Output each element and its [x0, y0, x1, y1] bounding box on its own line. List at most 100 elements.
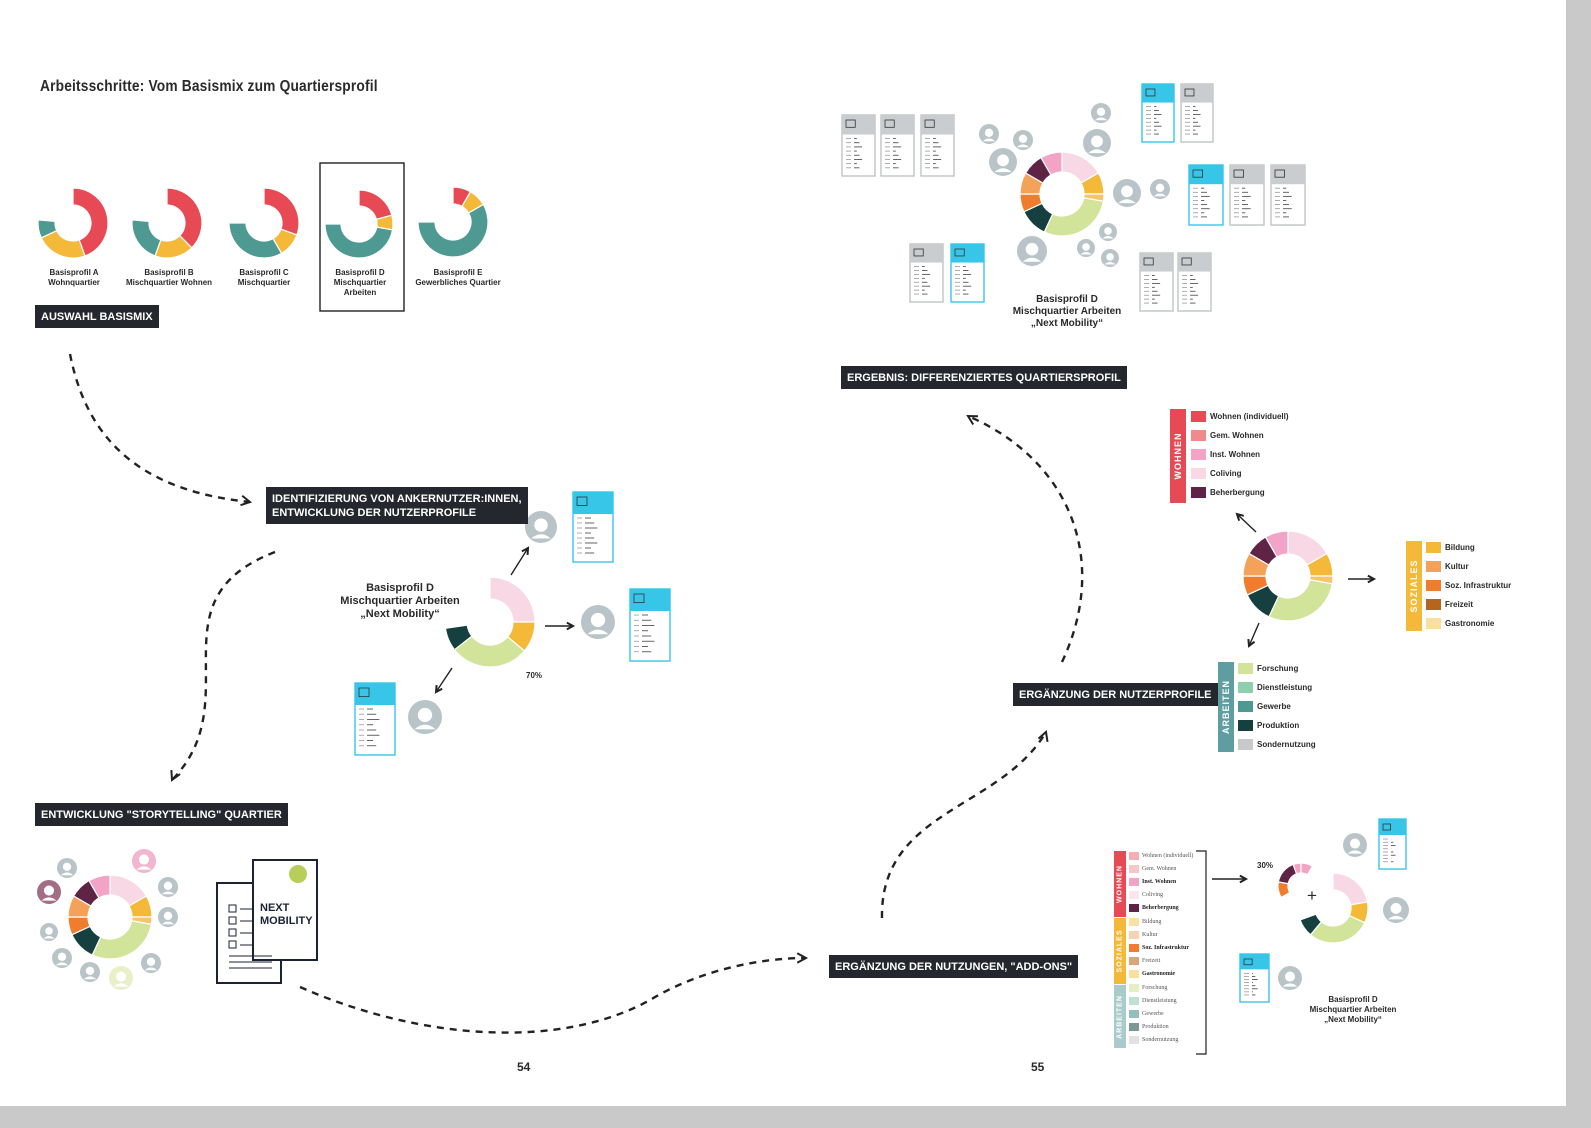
- avatar-head: [417, 707, 433, 723]
- legend-wohnen-item: Coliving: [1191, 467, 1242, 481]
- small-legend-item: Forschung: [1129, 982, 1167, 994]
- donut-segment: [131, 219, 162, 257]
- avatar-shoulders: [83, 976, 97, 980]
- arrow-line: [510, 547, 529, 576]
- checkbox-icon: [228, 916, 237, 925]
- legend-wohnen-item: Wohnen (individuell): [1191, 410, 1289, 424]
- card-header: [1181, 84, 1213, 103]
- card-header: [1240, 954, 1269, 970]
- chart-icon: [1274, 169, 1285, 178]
- spread-page: Arbeitsschritte: Vom Basismix zum Quarti…: [0, 0, 1566, 1106]
- avatar-shoulders: [55, 962, 69, 966]
- legend-wohnen-item: Inst. Wohnen: [1191, 448, 1260, 462]
- chart-icon: [954, 248, 965, 257]
- small-legend-item: Gem. Wohnen: [1129, 863, 1176, 875]
- legend-arbeiten-header: ARBEITEN: [1218, 662, 1234, 752]
- avatar-head: [85, 966, 95, 975]
- arrow-head-icon: [170, 769, 181, 782]
- small-legend-item: Wohnen (individuell): [1129, 850, 1193, 862]
- bike-logo-icon: [289, 865, 307, 883]
- donut-segment: [1277, 881, 1291, 899]
- diagram-graphics: [37, 83, 1409, 1055]
- small-legend-item: Gastronomie: [1129, 968, 1175, 980]
- avatar-shoulders: [41, 897, 57, 901]
- small-legend-item: Freizeit: [1129, 955, 1160, 967]
- avatar-head: [1104, 227, 1112, 235]
- arrow-head-icon: [1247, 638, 1256, 648]
- small-legend-item: Dienstleistung: [1129, 995, 1177, 1007]
- dashed-flow-arrow: [171, 550, 276, 781]
- chart-icon: [1382, 823, 1391, 831]
- avatar-shoulders: [414, 724, 436, 730]
- legend-soziales-item: Kultur: [1426, 560, 1469, 574]
- avatar-head: [1025, 242, 1039, 256]
- step-ergaenzung-nutzerprofile: ERGÄNZUNG DER NUTZERPROFILE: [1013, 683, 1218, 706]
- small-legend-wohnen-header: WOHNEN: [1114, 851, 1126, 917]
- arrow-head-icon: [1037, 730, 1049, 743]
- small-legend-soziales-header: SOZIALES: [1114, 918, 1126, 984]
- legend-arbeiten-item: Sondernutzung: [1238, 738, 1316, 752]
- chart-icon: [1143, 257, 1154, 266]
- avatar-head: [1096, 107, 1106, 117]
- avatar-head: [1082, 243, 1090, 251]
- avatar-shoulders: [1153, 193, 1167, 197]
- legend-wohnen-header: WOHNEN: [1170, 409, 1186, 503]
- avatar-shoulders: [1022, 257, 1042, 262]
- donut-segment: [1332, 872, 1369, 906]
- avatar-head: [1390, 902, 1402, 914]
- avatar-shoulders: [587, 629, 609, 635]
- small-legend-item: Soz. Infrastruktur: [1129, 942, 1189, 954]
- card-header: [1142, 84, 1174, 103]
- percent-30-label: 30%: [1257, 861, 1274, 870]
- arrow-head-icon: [796, 952, 809, 964]
- chart-icon: [1181, 257, 1192, 266]
- avatar-head: [146, 957, 156, 966]
- small-legend-item: Inst. Wohnen: [1129, 876, 1176, 888]
- avatar-shoulders: [60, 872, 74, 876]
- page-number-left: 54: [517, 1060, 531, 1074]
- donut-segment: [417, 203, 489, 258]
- card-header: [1178, 253, 1211, 272]
- avatar-head: [1091, 135, 1103, 148]
- legend-wohnen-item: Beherbergung: [1191, 486, 1265, 500]
- avatar-shoulders: [1088, 149, 1106, 154]
- donut-segment: [263, 187, 300, 236]
- dashed-flow-arrow: [880, 731, 1048, 919]
- arrow-head-icon: [521, 546, 530, 556]
- donut-segment: [444, 624, 473, 651]
- card-header: [630, 589, 670, 611]
- donut-segment: [1300, 862, 1314, 876]
- arrow-head-icon: [966, 414, 979, 426]
- chart-icon: [576, 496, 588, 506]
- avatar-head: [1018, 134, 1028, 143]
- avatar-head: [115, 971, 127, 982]
- chart-icon: [884, 119, 895, 128]
- donut-segment: [1268, 579, 1334, 622]
- avatar-head: [57, 952, 67, 961]
- step-ergebnis-quartiersprofil: ERGEBNIS: DIFFERENZIERTES QUARTIERSPROFI…: [841, 366, 1127, 389]
- avatar-head: [997, 154, 1009, 167]
- dashed-flow-arrow: [967, 414, 1084, 663]
- card-header: [1271, 165, 1305, 185]
- avatar-head: [45, 927, 53, 935]
- step-auswahl-basismix: AUSWAHL BASISMIX: [35, 305, 159, 328]
- chart-icon: [633, 593, 645, 604]
- arrow-head-icon: [1235, 512, 1245, 521]
- legend-soziales-item: Soz. Infrastruktur: [1426, 579, 1511, 593]
- donut-segment: [166, 187, 203, 249]
- donut-segment: [358, 189, 393, 221]
- legend-bracket: [1196, 850, 1207, 1055]
- card-header: [1140, 253, 1173, 272]
- donut-segment: [91, 920, 153, 960]
- avatar-head: [1121, 185, 1133, 198]
- step-identifizierung-ankernutzer: IDENTIFIZIERUNG VON ANKERNUTZER:INNEN,EN…: [266, 487, 528, 524]
- chart-icon: [1233, 169, 1244, 178]
- avatar-head: [163, 881, 173, 890]
- card-header: [910, 244, 943, 263]
- card-header: [1189, 165, 1223, 185]
- arrow-line: [435, 667, 453, 693]
- arrow-head-icon: [434, 684, 443, 694]
